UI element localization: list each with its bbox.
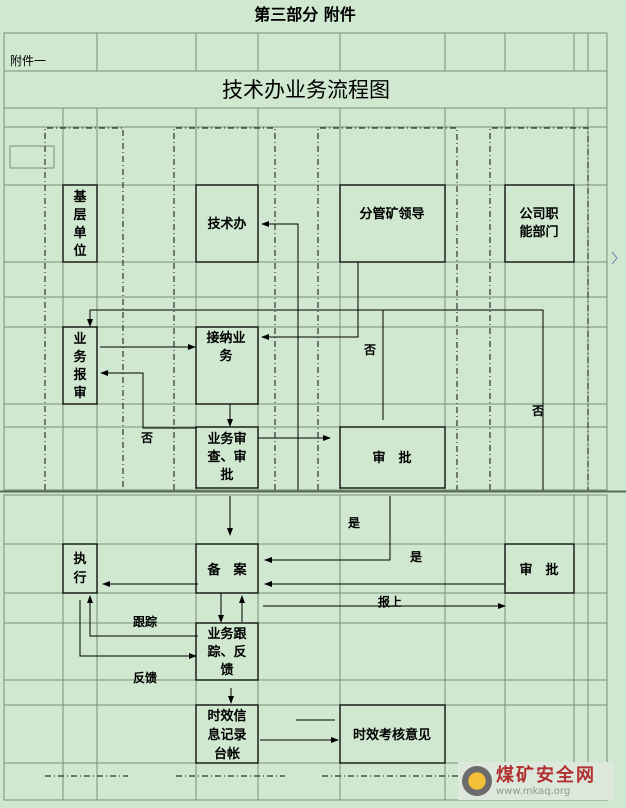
section-title: 第三部分 附件: [254, 5, 356, 24]
node-tracking-line: 业务跟: [207, 626, 247, 642]
node-review-line: 业务审: [207, 431, 246, 447]
node-execute-line: 执: [73, 551, 86, 567]
process-boxes: [62, 184, 575, 764]
node-business-report-line: 审: [73, 385, 86, 401]
node-business-report-line: 报: [73, 368, 87, 383]
node-accept-line: 接纳业: [206, 330, 245, 346]
node-grassroots-line: 层: [73, 208, 86, 223]
attachment-label: 附件一: [10, 54, 46, 68]
grid-lines: [3, 32, 608, 801]
label-track: 跟踪: [133, 614, 157, 629]
node-approve-1: 审 批: [372, 450, 411, 466]
node-tracking-line: 踪、反: [207, 644, 246, 660]
node-mine-leader: 分管矿领导: [359, 206, 424, 222]
node-review-line: 批: [220, 467, 233, 483]
node-business-report-line: 业: [73, 331, 86, 347]
label-report-up: 报上: [378, 594, 402, 609]
label-feedback: 反馈: [133, 670, 157, 685]
node-ledger-line: 息记录: [207, 727, 246, 743]
node-tech-office: 技术办: [207, 216, 246, 232]
node-grassroots-line: 基: [72, 189, 87, 205]
node-ledger-line: 台帐: [214, 746, 240, 762]
watermark-name: 煤矿安全网: [496, 764, 596, 786]
label-no: 否: [140, 431, 153, 445]
node-business-report-line: 务: [73, 349, 87, 365]
flow-arrows: [79, 221, 544, 743]
node-accept-line: 务: [219, 348, 233, 364]
node-company-dept-line: 能部门: [519, 224, 558, 240]
node-approve-2: 审 批: [519, 562, 558, 578]
node-record: 备 案: [206, 562, 247, 578]
watermark: 煤矿安全网 www.mkaq.org: [458, 762, 614, 800]
label-no: 否: [363, 343, 376, 357]
node-ledger-line: 时效信: [207, 708, 246, 724]
watermark-logo-icon: [462, 766, 492, 796]
watermark-url: www.mkaq.org: [496, 785, 571, 797]
node-assessment: 时效考核意见: [353, 727, 431, 743]
scroll-right-icon[interactable]: [611, 251, 618, 265]
node-execute-line: 行: [72, 570, 86, 586]
swimlane-borders: [44, 127, 589, 777]
chart-title: 技术办业务流程图: [222, 78, 390, 102]
label-no: 否: [531, 404, 544, 418]
node-grassroots-line: 单: [73, 225, 86, 241]
node-review-line: 查、审: [206, 449, 246, 465]
label-yes: 是: [409, 550, 423, 564]
node-grassroots-line: 位: [73, 243, 86, 259]
node-company-dept-line: 公司职: [519, 207, 558, 222]
node-tracking-line: 馈: [220, 662, 233, 678]
label-yes: 是: [347, 516, 361, 530]
